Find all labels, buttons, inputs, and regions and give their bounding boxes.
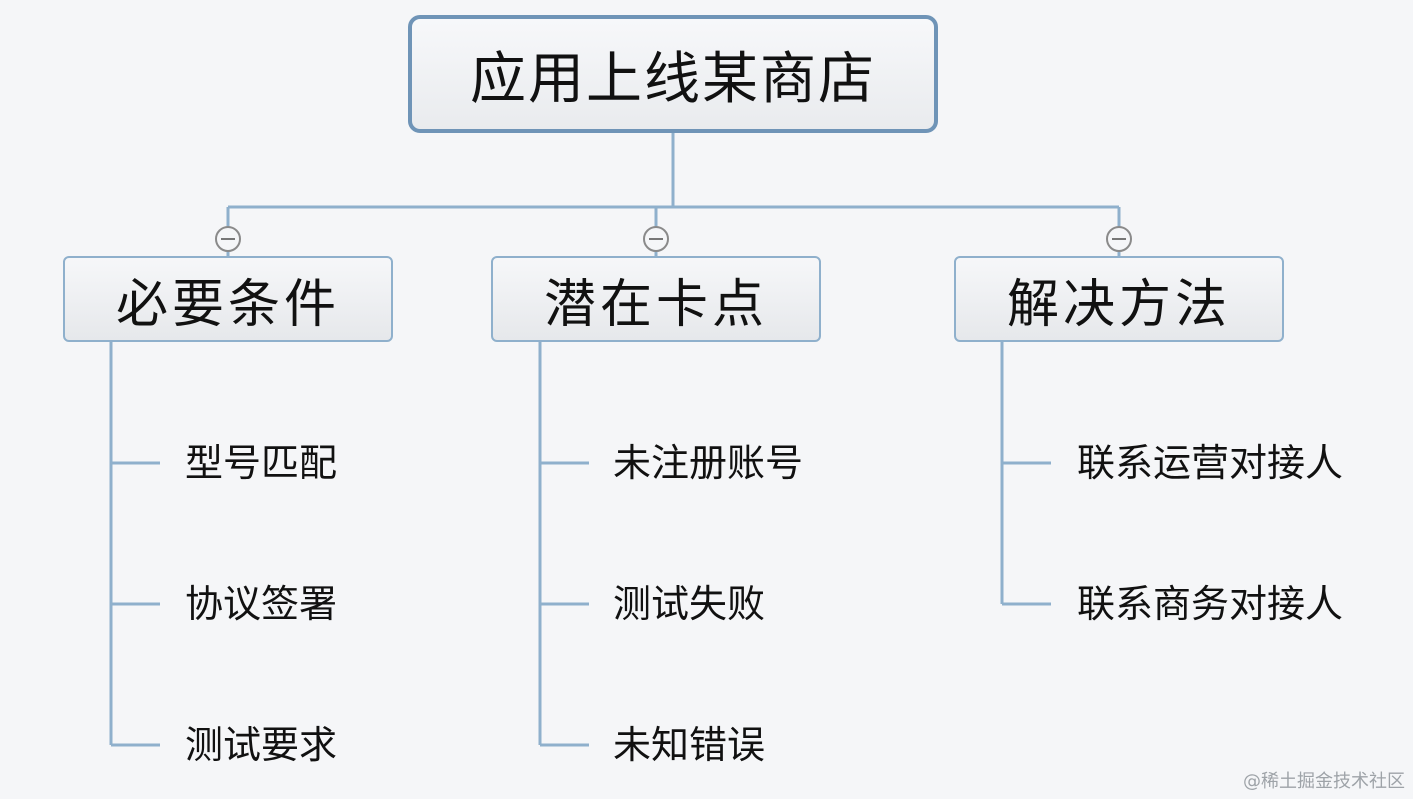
leaf-node[interactable]: 联系运营对接人 bbox=[1077, 441, 1344, 485]
watermark: @稀土掘金技术社区 bbox=[1243, 771, 1405, 792]
root-node-label: 应用上线某商店 bbox=[470, 46, 876, 112]
branch-node-label: 必要条件 bbox=[115, 274, 340, 335]
branch-3-collapse-icon[interactable] bbox=[1106, 226, 1132, 252]
branch-node-requirements[interactable]: 必要条件 bbox=[63, 256, 393, 342]
leaf-node[interactable]: 未知错误 bbox=[613, 723, 766, 767]
branch-node-label: 潜在卡点 bbox=[543, 274, 768, 335]
leaf-node[interactable]: 型号匹配 bbox=[185, 441, 338, 485]
leaf-node[interactable]: 未注册账号 bbox=[613, 441, 804, 485]
leaf-node[interactable]: 联系商务对接人 bbox=[1077, 582, 1344, 626]
leaf-node[interactable]: 测试失败 bbox=[613, 582, 766, 626]
branch-node-label: 解决方法 bbox=[1006, 274, 1231, 335]
branch-1-collapse-icon[interactable] bbox=[215, 226, 241, 252]
root-node[interactable]: 应用上线某商店 bbox=[408, 15, 938, 133]
leaf-node[interactable]: 协议签署 bbox=[185, 582, 338, 626]
branch-node-blockers[interactable]: 潜在卡点 bbox=[491, 256, 821, 342]
leaf-node[interactable]: 测试要求 bbox=[185, 723, 338, 767]
branch-2-collapse-icon[interactable] bbox=[643, 226, 669, 252]
branch-node-solutions[interactable]: 解决方法 bbox=[954, 256, 1284, 342]
